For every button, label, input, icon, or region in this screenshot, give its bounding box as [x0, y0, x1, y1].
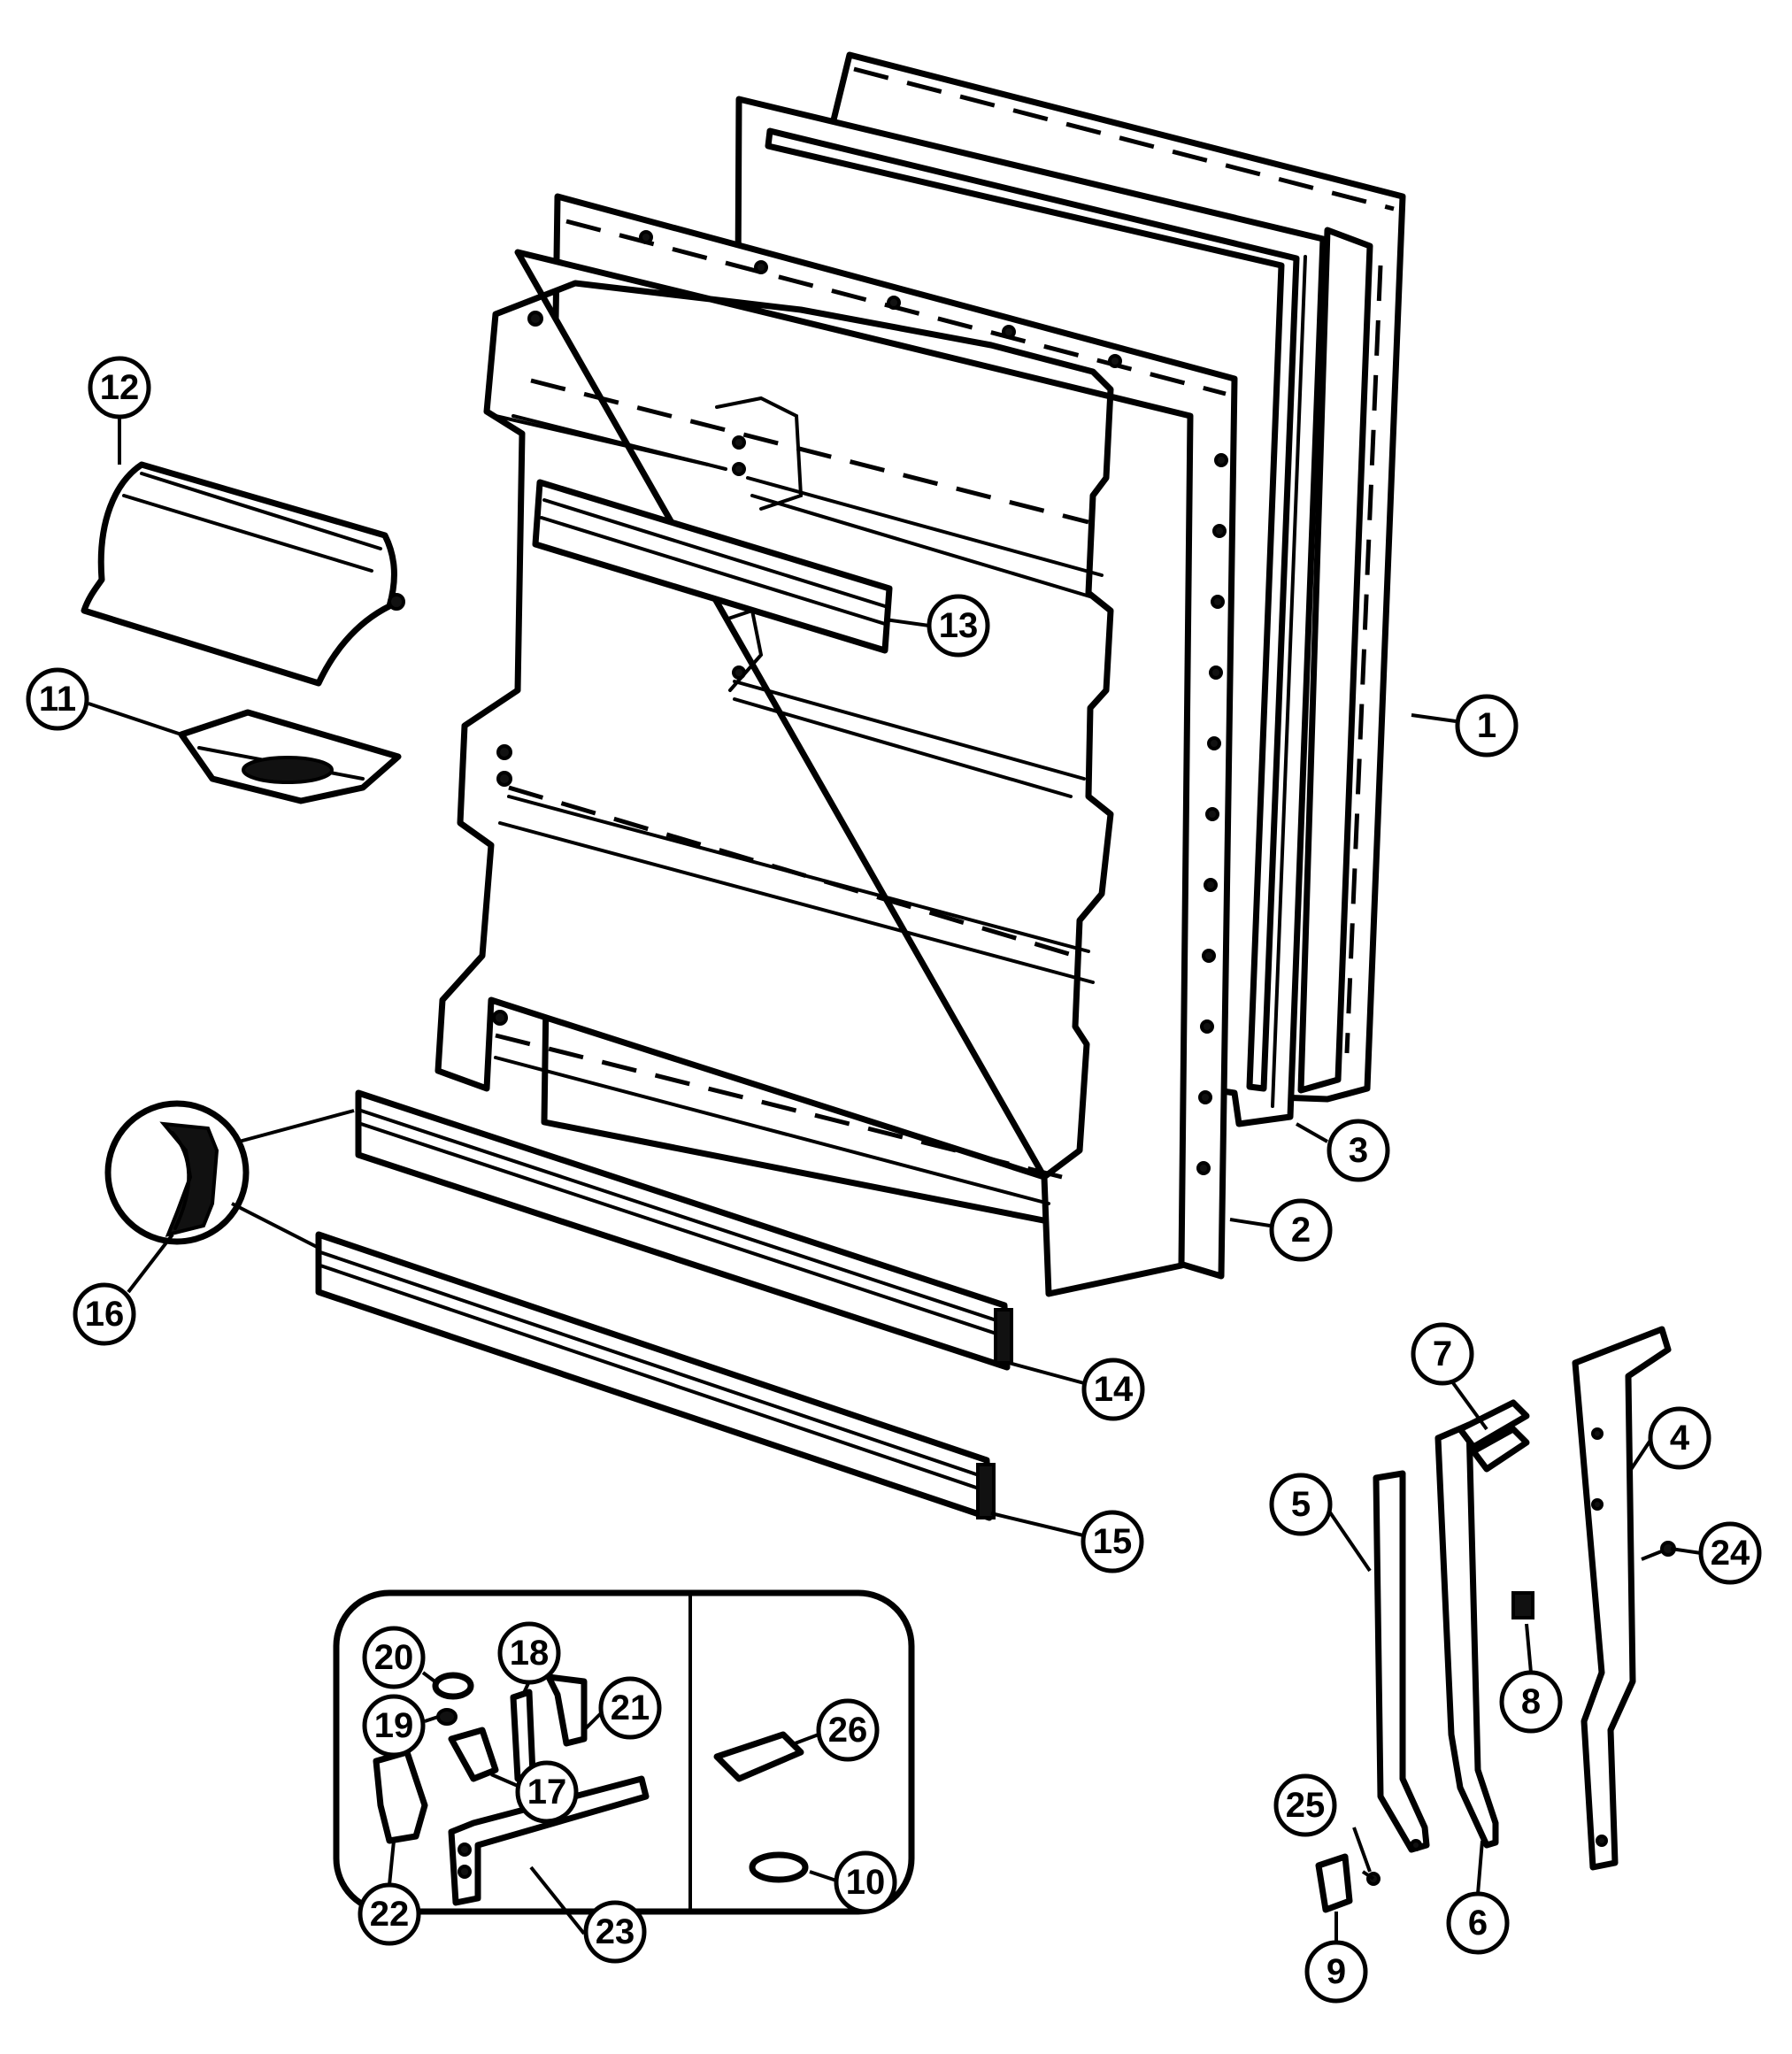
clip-8	[1511, 1591, 1534, 1619]
callout-8: 8	[1499, 1670, 1563, 1734]
callout-9: 9	[1304, 1940, 1368, 2004]
handle-trim	[178, 709, 402, 804]
svg-text:16: 16	[85, 1295, 125, 1334]
callout-12: 12	[88, 356, 151, 419]
callout-3: 3	[1327, 1119, 1390, 1182]
svg-text:2: 2	[1291, 1211, 1311, 1250]
callout-1: 1	[1455, 694, 1519, 758]
callout-14: 14	[1081, 1358, 1145, 1421]
callout-13: 13	[927, 594, 990, 658]
callout-19: 19	[362, 1694, 426, 1758]
bushing-19	[436, 1708, 458, 1726]
upper-door-shelf-bar	[494, 414, 893, 654]
callout-21: 21	[598, 1676, 662, 1740]
svg-text:6: 6	[1468, 1904, 1488, 1942]
callout-17: 17	[515, 1760, 579, 1824]
callout-5: 5	[1269, 1473, 1333, 1536]
svg-text:17: 17	[527, 1773, 567, 1812]
lower-door-bar-lower	[315, 1231, 996, 1521]
hinge-pin-17	[448, 1727, 499, 1782]
svg-text:12: 12	[100, 368, 140, 407]
hinge-bar-23	[448, 1775, 650, 1906]
callout-15: 15	[1081, 1510, 1144, 1573]
callout-20: 20	[362, 1626, 426, 1689]
lower-door-bar-upper	[355, 1089, 1013, 1371]
screw-24	[1641, 1541, 1676, 1561]
callout-2: 2	[1269, 1198, 1333, 1262]
svg-text:13: 13	[939, 606, 979, 645]
screw-25	[1361, 1870, 1381, 1886]
svg-text:22: 22	[370, 1895, 410, 1934]
svg-text:3: 3	[1349, 1131, 1368, 1170]
bracket-26	[713, 1731, 804, 1782]
svg-text:8: 8	[1521, 1682, 1541, 1721]
svg-text:11: 11	[39, 680, 76, 719]
callout-7: 7	[1411, 1322, 1474, 1386]
cap-10	[749, 1851, 809, 1883]
svg-text:9: 9	[1327, 1952, 1346, 1991]
callout-16: 16	[73, 1282, 136, 1346]
svg-text:10: 10	[846, 1863, 886, 1902]
svg-text:18: 18	[510, 1634, 550, 1673]
callout-22: 22	[358, 1882, 421, 1946]
callout-23: 23	[583, 1900, 647, 1964]
door-strip-center	[1434, 1399, 1530, 1849]
callout-26: 26	[816, 1698, 880, 1762]
svg-text:5: 5	[1291, 1485, 1311, 1524]
svg-text:26: 26	[828, 1711, 868, 1750]
svg-text:20: 20	[374, 1638, 414, 1677]
svg-text:14: 14	[1094, 1370, 1134, 1409]
callout-6: 6	[1446, 1891, 1510, 1955]
bar-end-cap-detail	[104, 1100, 355, 1250]
door-top-cover	[81, 461, 405, 687]
svg-text:4: 4	[1670, 1419, 1690, 1458]
svg-text:7: 7	[1433, 1335, 1452, 1373]
svg-text:25: 25	[1286, 1786, 1326, 1825]
svg-text:24: 24	[1711, 1534, 1750, 1573]
svg-text:15: 15	[1093, 1522, 1133, 1561]
callout-4: 4	[1648, 1406, 1711, 1470]
hinge-bracket-right	[1572, 1326, 1672, 1871]
svg-text:23: 23	[596, 1912, 635, 1951]
liner-screw-holes	[639, 230, 1228, 1175]
leader-lines	[88, 416, 1702, 1942]
callout-10: 10	[834, 1850, 897, 1914]
svg-text:19: 19	[374, 1706, 414, 1745]
washer-20	[432, 1672, 474, 1700]
hinge-kit-inset	[333, 1589, 915, 1915]
hinge-link-21	[545, 1673, 588, 1747]
callout-18: 18	[497, 1621, 561, 1685]
svg-text:21: 21	[611, 1689, 650, 1727]
callout-25: 25	[1273, 1773, 1337, 1837]
callout-24: 24	[1698, 1521, 1762, 1585]
door-strip-left	[1373, 1470, 1430, 1853]
callout-11: 11	[26, 667, 89, 731]
svg-text:1: 1	[1477, 706, 1496, 745]
cap-9	[1315, 1853, 1353, 1913]
